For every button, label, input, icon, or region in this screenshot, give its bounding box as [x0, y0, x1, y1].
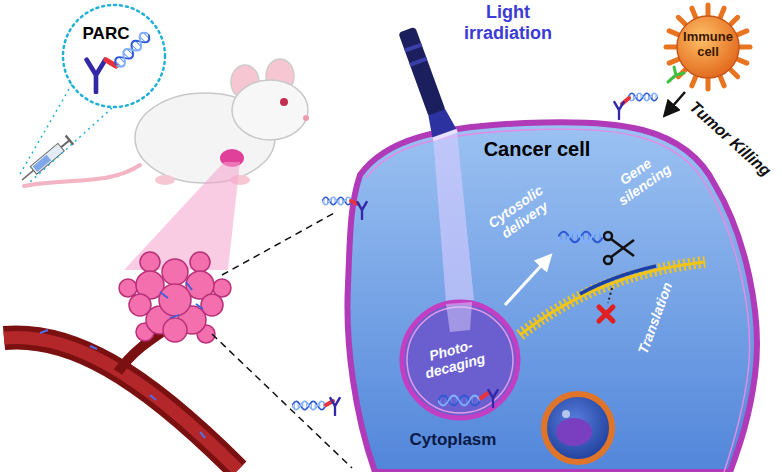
dotted-circle	[60, 2, 168, 110]
flashlight	[394, 25, 457, 141]
light-label: Light irradiation	[458, 2, 558, 43]
attack-arrow	[665, 92, 685, 115]
cancer-cell: Cancer cellCytosolic deliveryGene silenc…	[345, 115, 760, 472]
node-text: PARC	[74, 24, 138, 44]
tumor-cluster	[119, 252, 231, 343]
node-text-holder: Immune cell	[677, 30, 739, 60]
syringe	[18, 136, 73, 185]
conjugate-icon	[292, 398, 340, 415]
conjugate-callout: PARC	[60, 2, 168, 110]
node-text: Cancer cell	[478, 138, 596, 161]
cluster-dna	[160, 282, 203, 318]
node-text: Cytoplasm	[398, 430, 508, 450]
node-text: Immune cell	[677, 30, 739, 60]
node-text-holder: Cytoplasm	[398, 430, 508, 450]
cell-outline	[345, 115, 760, 472]
node-text-holder: PARC	[74, 24, 138, 44]
light-label-holder: Light irradiation	[458, 2, 558, 43]
zoom-line	[212, 212, 352, 468]
scissors-icon	[604, 232, 634, 264]
blood-vessel	[4, 330, 238, 470]
zoom-cone	[124, 162, 240, 270]
node-text-holder: Cancer cell	[478, 138, 596, 161]
endosome: Photo-decaging	[398, 298, 522, 422]
immune-cell: Immune cell	[662, 2, 754, 92]
